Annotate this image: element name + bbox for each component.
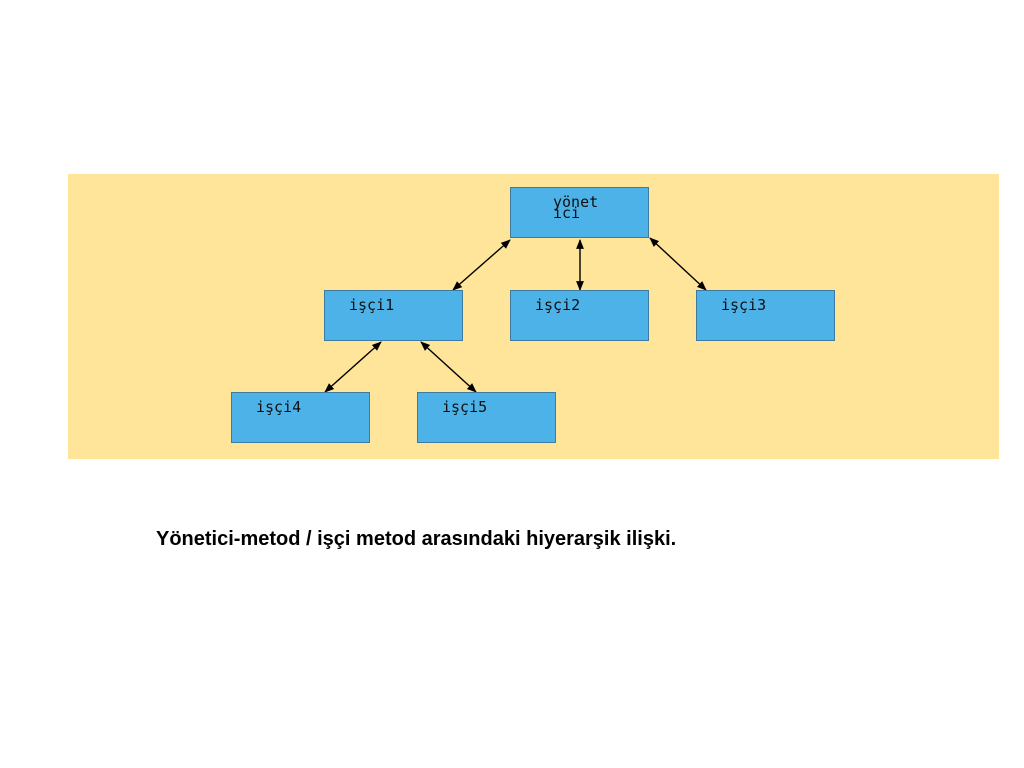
node-manager-label: yönet ici: [553, 193, 599, 222]
node-worker-2: işçi2: [510, 290, 649, 341]
node-worker-5: işçi5: [417, 392, 556, 443]
node-worker-5-label: işçi5: [442, 398, 488, 416]
node-worker-4: işçi4: [231, 392, 370, 443]
node-worker-2-label: işçi2: [535, 296, 581, 314]
node-worker-4-label: işçi4: [256, 398, 302, 416]
node-worker-1: işçi1: [324, 290, 463, 341]
node-worker-3: işçi3: [696, 290, 835, 341]
node-worker-3-label: işçi3: [721, 296, 767, 314]
node-worker-1-label: işçi1: [349, 296, 395, 314]
caption: Yönetici-metod / işçi metod arasındaki h…: [156, 528, 677, 550]
node-manager: yönet ici: [510, 187, 649, 238]
